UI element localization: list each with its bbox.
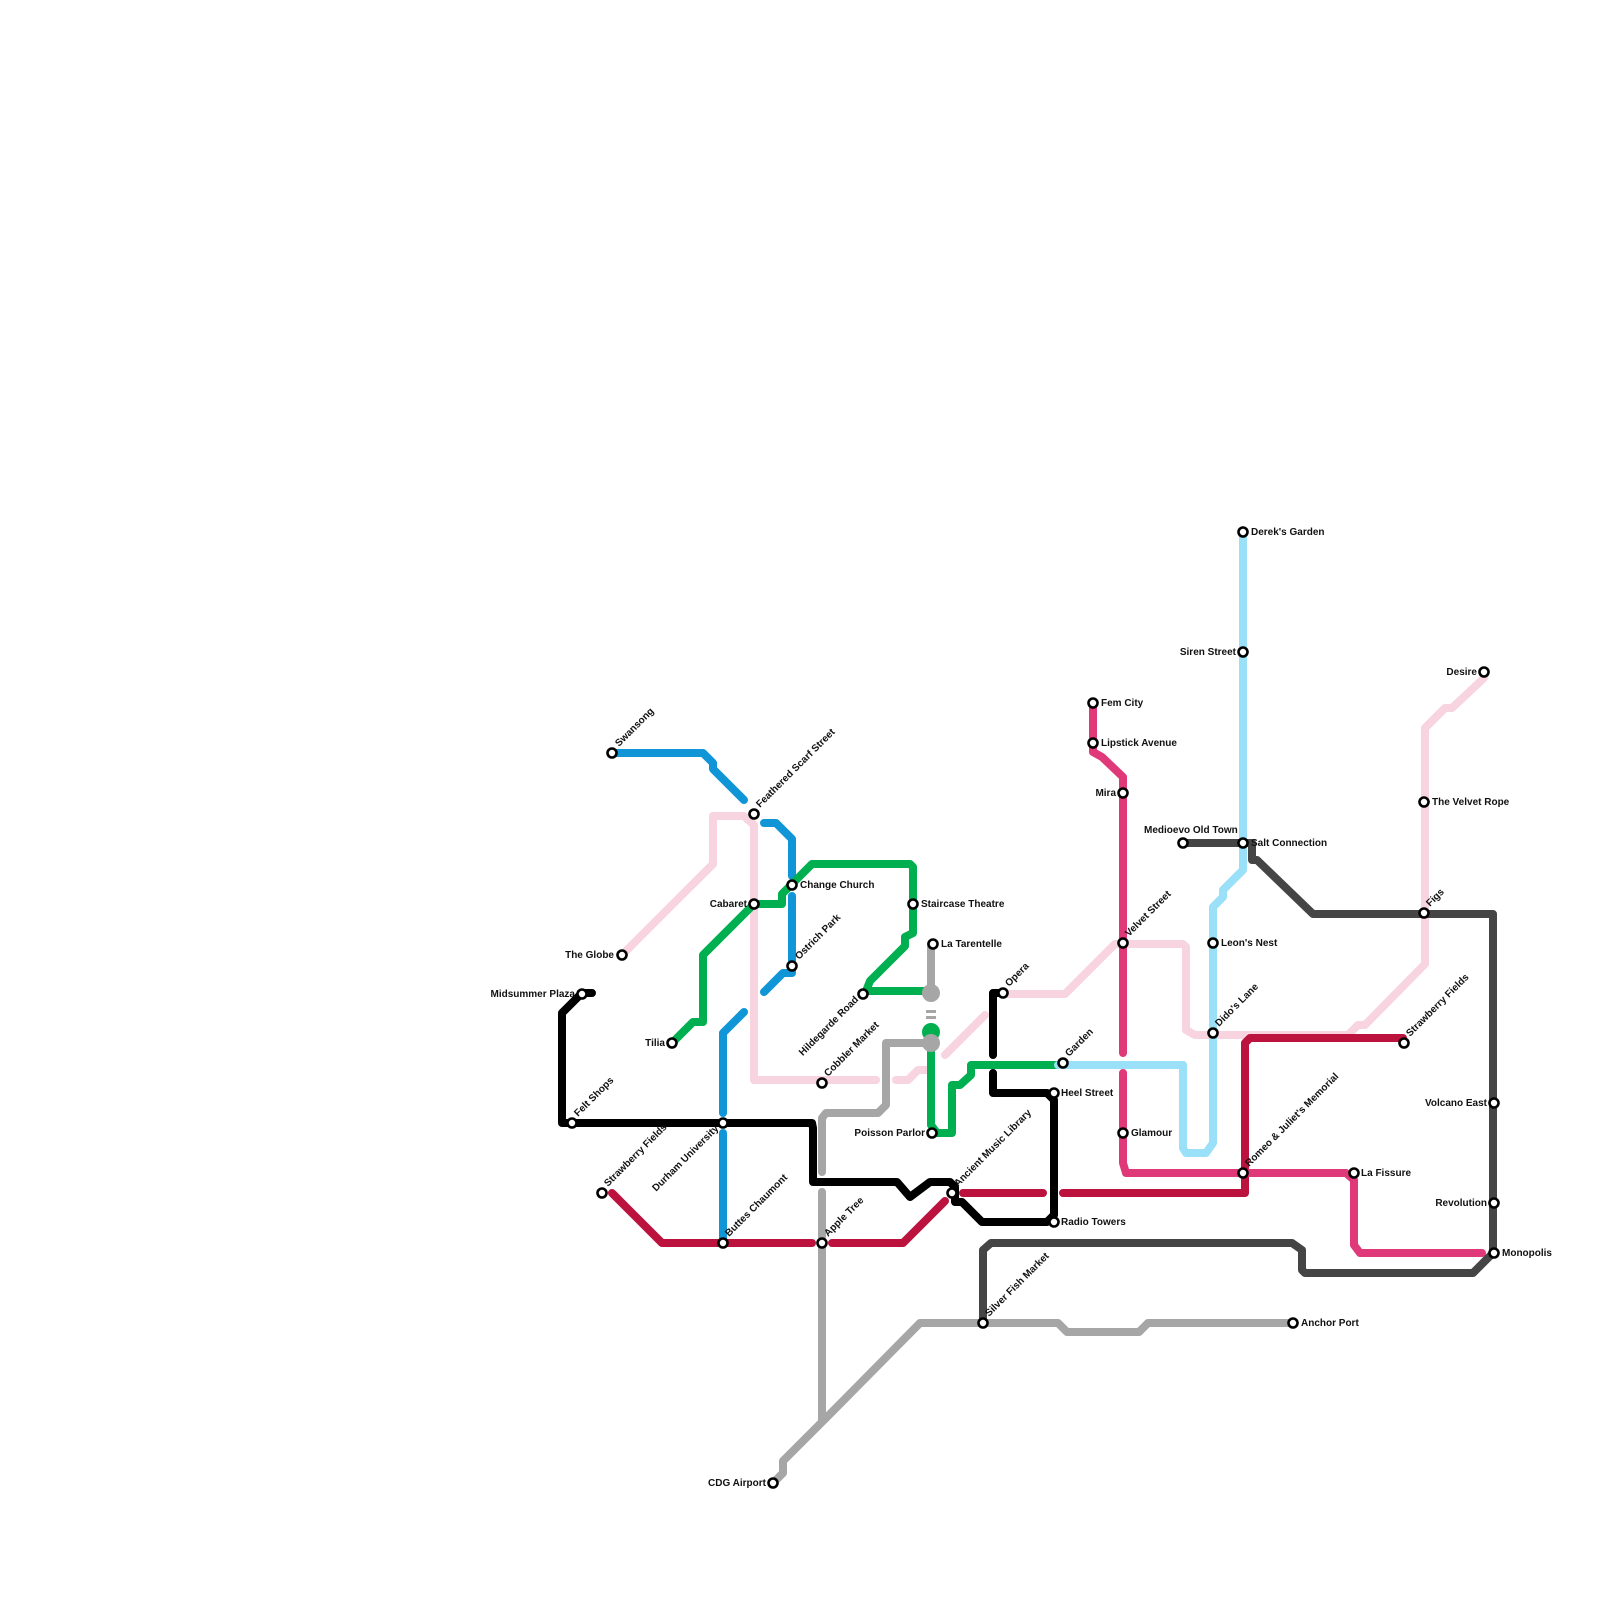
- station-tilia[interactable]: Tilia: [645, 1037, 678, 1049]
- interchange-node: [922, 1034, 940, 1052]
- station-label: Revolution: [1435, 1198, 1487, 1209]
- station-cabaret[interactable]: Cabaret: [710, 898, 760, 910]
- station-monopolis[interactable]: Monopolis: [1488, 1247, 1553, 1259]
- route-blue: [608, 749, 748, 804]
- station-label: Buttes Chaumont: [723, 1172, 790, 1239]
- station-label: Felt Shops: [572, 1075, 616, 1119]
- station-label: Change Church: [800, 880, 874, 891]
- station-siren-street[interactable]: Siren Street: [1180, 646, 1249, 658]
- station-staircase-theatre[interactable]: Staircase Theatre: [907, 898, 1005, 910]
- station-romeo-juliet-s-memorial[interactable]: Romeo & Juliet's Memorial: [1237, 1071, 1342, 1179]
- route-blue: [719, 1008, 748, 1247]
- route-light-pink: [621, 812, 880, 1084]
- station-label: The Velvet Rope: [1432, 797, 1510, 808]
- route-gray: [769, 1188, 1297, 1487]
- station-label: La Fissure: [1361, 1168, 1411, 1179]
- route-green: [668, 860, 935, 1047]
- station-mira[interactable]: Mira: [1095, 787, 1129, 799]
- route-light-pink: [892, 674, 1488, 1084]
- route-blue: [760, 892, 796, 996]
- station-silver-fish-market[interactable]: Silver Fish Market: [977, 1250, 1053, 1329]
- station-label: Feathered Scarf Street: [754, 726, 838, 810]
- station-lipstick-avenue[interactable]: Lipstick Avenue: [1087, 737, 1178, 749]
- route-crimson: [959, 1034, 1407, 1197]
- station-label: Velvet Street: [1123, 888, 1174, 939]
- station-label: Ancient Music Library: [952, 1107, 1034, 1189]
- station-the-velvet-rope[interactable]: The Velvet Rope: [1418, 796, 1510, 808]
- station-label: The Globe: [565, 950, 614, 961]
- station-anchor-port[interactable]: Anchor Port: [1287, 1317, 1360, 1329]
- station-label: Swansong: [613, 706, 656, 749]
- station-label: Apple Tree: [822, 1195, 866, 1239]
- station-label: Lipstick Avenue: [1101, 738, 1177, 749]
- station-salt-connection[interactable]: Salt Connection: [1237, 837, 1328, 849]
- station-ancient-music-library[interactable]: Ancient Music Library: [946, 1107, 1035, 1199]
- route-lines: [558, 528, 1497, 1487]
- station-label: Strawberry Fields: [1404, 972, 1471, 1039]
- station-label: Silver Fish Market: [983, 1250, 1052, 1319]
- station-label: La Tarentelle: [941, 939, 1002, 950]
- station-label: Fem City: [1101, 698, 1144, 709]
- station-label: Midsummer Plaza: [491, 989, 576, 1000]
- station-buttes-chaumont[interactable]: Buttes Chaumont: [717, 1172, 791, 1249]
- station-derek-s-garden[interactable]: Derek's Garden: [1237, 526, 1325, 538]
- station-revolution[interactable]: Revolution: [1435, 1197, 1500, 1209]
- station-fem-city[interactable]: Fem City: [1087, 697, 1144, 709]
- station-label: Derek's Garden: [1251, 527, 1325, 538]
- station-label: Staircase Theatre: [921, 899, 1005, 910]
- station-label: Opera: [1003, 961, 1032, 990]
- interchange-connector: [922, 984, 940, 1052]
- station-label: Volcano East: [1425, 1098, 1488, 1109]
- station-label: Siren Street: [1180, 647, 1237, 658]
- station-label: Garden: [1063, 1027, 1096, 1060]
- station-label: Heel Street: [1061, 1088, 1114, 1099]
- station-desire[interactable]: Desire: [1446, 666, 1490, 678]
- station-radio-towers[interactable]: Radio Towers: [1048, 1216, 1127, 1228]
- interchange-node: [922, 984, 940, 1002]
- route-gray: [818, 1039, 935, 1176]
- station-label: Salt Connection: [1251, 838, 1327, 849]
- station-cdg-airport[interactable]: CDG Airport: [708, 1477, 779, 1489]
- station-label: Cabaret: [710, 899, 748, 910]
- stations: Swansong Feathered Scarf Street The Glob…: [491, 526, 1553, 1489]
- station-label: Romeo & Juliet's Memorial: [1243, 1071, 1341, 1169]
- station-label: Dido's Lane: [1213, 981, 1261, 1029]
- route-blue: [760, 819, 796, 880]
- station-label: CDG Airport: [708, 1478, 767, 1489]
- station-label: Anchor Port: [1301, 1318, 1359, 1329]
- station-label: Monopolis: [1502, 1248, 1552, 1259]
- interchange-dash: [926, 1010, 936, 1013]
- station-label: Tilia: [645, 1038, 665, 1049]
- station-la-fissure[interactable]: La Fissure: [1348, 1167, 1412, 1179]
- route-light-blue: [1054, 528, 1247, 1157]
- station-change-church[interactable]: Change Church: [786, 879, 875, 891]
- station-label: Medioevo Old Town: [1144, 825, 1238, 836]
- station-volcano-east[interactable]: Volcano East: [1425, 1097, 1500, 1109]
- station-poisson-parlor[interactable]: Poisson Parlor: [854, 1127, 938, 1139]
- interchange-dash: [926, 1016, 936, 1019]
- station-midsummer-plaza[interactable]: Midsummer Plaza: [491, 988, 588, 1000]
- station-glamour[interactable]: Glamour: [1117, 1127, 1173, 1139]
- station-label: Poisson Parlor: [854, 1128, 925, 1139]
- station-label: Glamour: [1131, 1128, 1172, 1139]
- station-heel-street[interactable]: Heel Street: [1048, 1087, 1114, 1099]
- route-dark-gray: [979, 839, 1497, 1327]
- station-leon-s-nest[interactable]: Leon's Nest: [1207, 937, 1278, 949]
- station-feathered-scarf-street[interactable]: Feathered Scarf Street: [748, 726, 839, 820]
- station-medioevo-old-town[interactable]: Medioevo Old Town: [1144, 825, 1238, 849]
- station-label: Leon's Nest: [1221, 938, 1278, 949]
- station-label: Radio Towers: [1061, 1217, 1126, 1228]
- station-the-globe[interactable]: The Globe: [565, 949, 628, 961]
- station-label: Desire: [1446, 667, 1477, 678]
- route-crimson: [608, 1189, 949, 1247]
- station-label: Mira: [1095, 788, 1116, 799]
- route-black: [558, 989, 1058, 1226]
- station-la-tarentelle[interactable]: La Tarentelle: [927, 938, 1003, 950]
- station-label: Ostrich Park: [793, 912, 843, 962]
